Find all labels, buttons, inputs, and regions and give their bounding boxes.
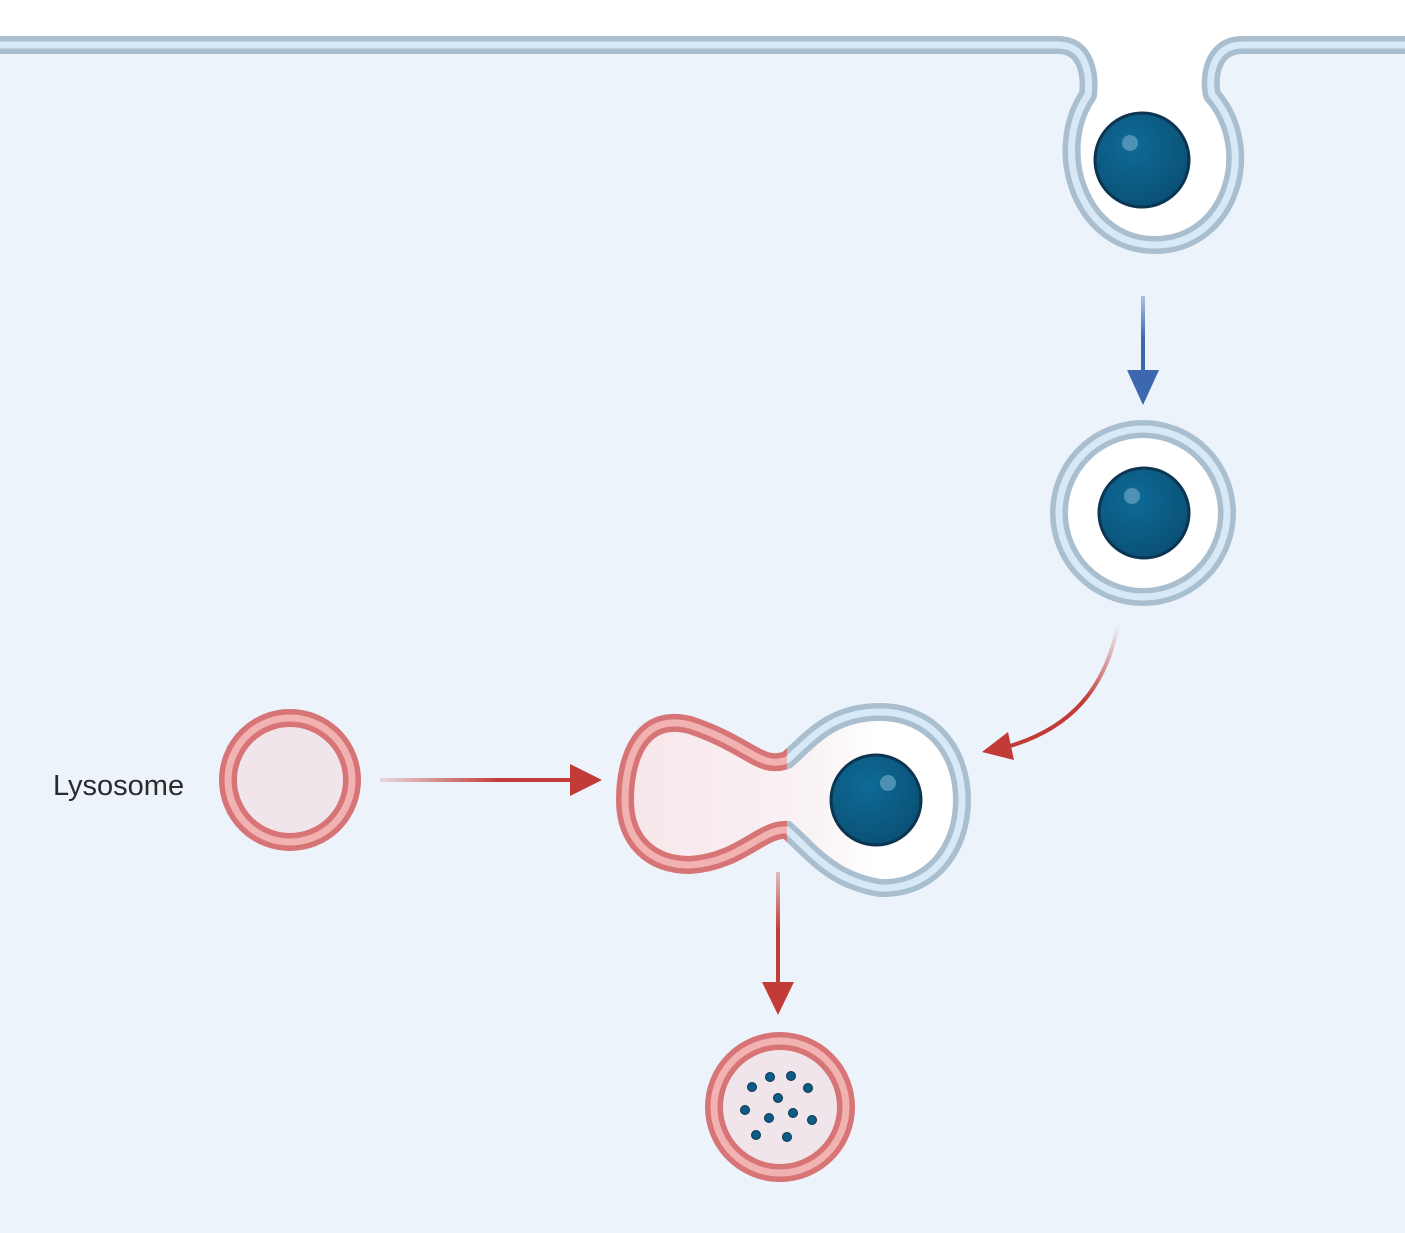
lysosome-label: Lysosome <box>53 770 185 802</box>
arrow-to-fusion <box>982 624 1120 760</box>
plasma-membrane <box>0 36 1405 254</box>
endosome <box>1050 420 1236 606</box>
fusing-vesicle <box>615 702 972 898</box>
particle-fragments <box>740 1071 817 1142</box>
lysosome <box>219 709 361 851</box>
degradation-lysosome <box>705 1032 855 1182</box>
arrow-lysosome-to-fusion <box>380 764 602 796</box>
cytoplasm <box>0 45 1405 1233</box>
particle-engulfing <box>1093 111 1191 209</box>
arrow-to-degradation <box>762 872 794 1015</box>
arrow-internalization <box>1127 296 1159 405</box>
